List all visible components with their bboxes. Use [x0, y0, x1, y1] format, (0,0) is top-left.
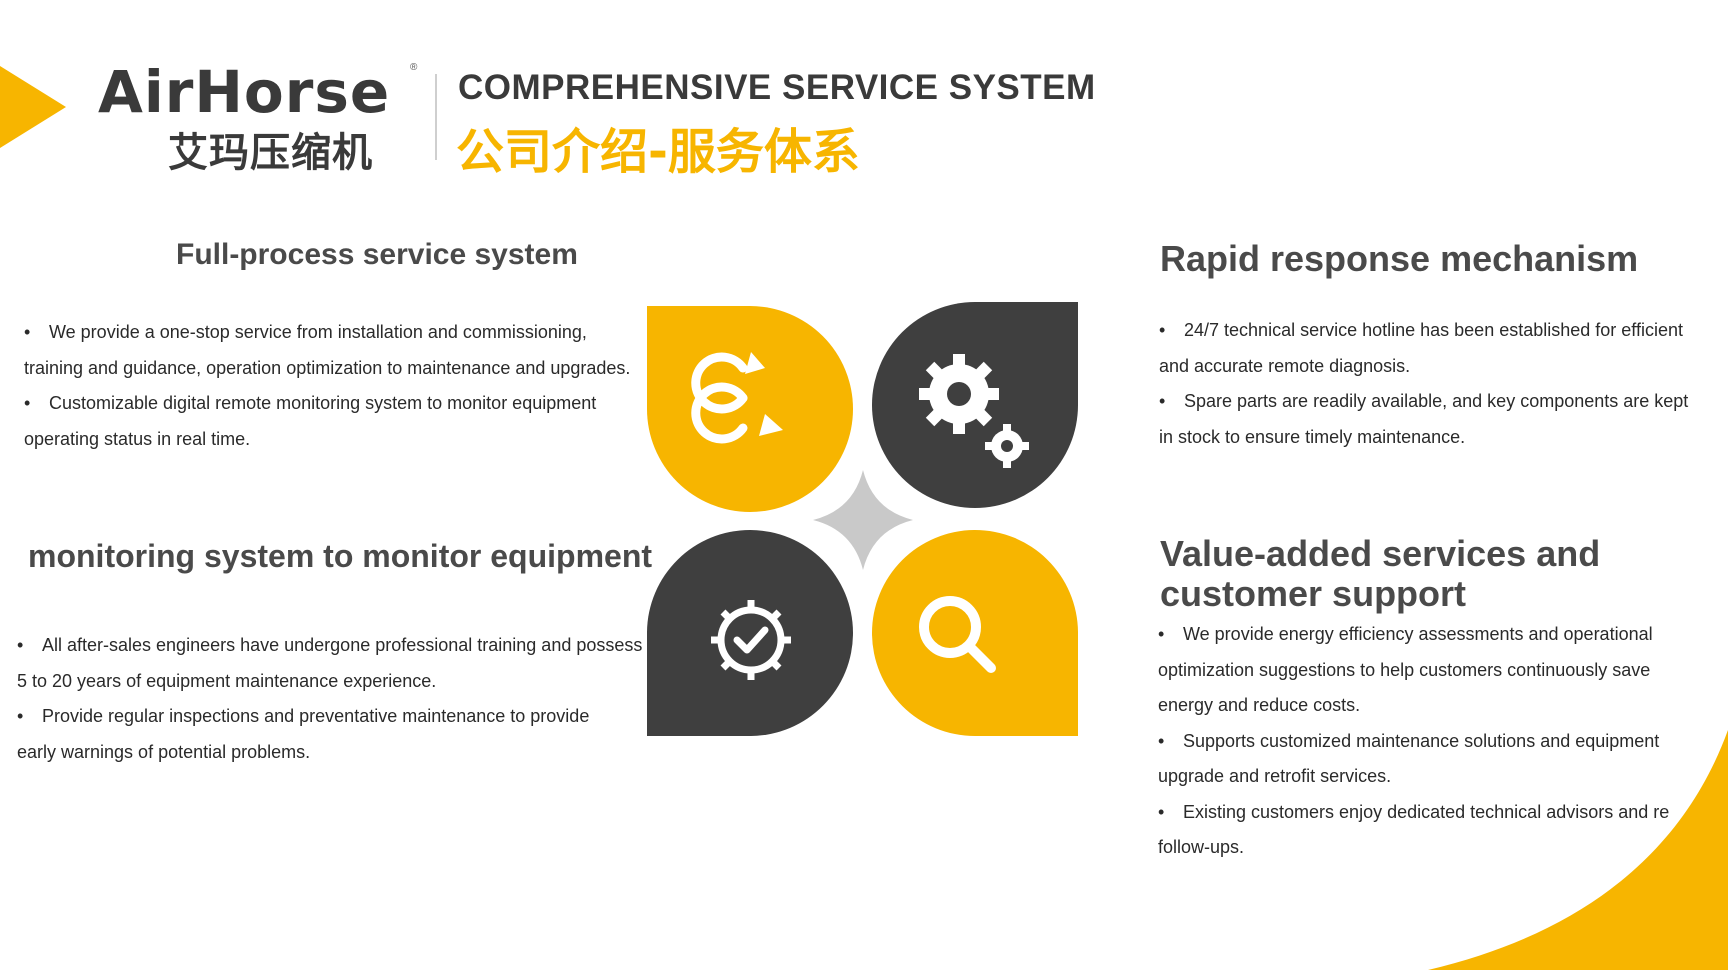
- section-text-rapid-response: •24/7 technical service hotline has been…: [1159, 313, 1719, 455]
- sync-arrows-icon: [691, 352, 783, 444]
- center-diamond: [813, 470, 913, 570]
- registered-mark: ®: [410, 62, 418, 73]
- bullet-continuation: energy and reduce costs.: [1158, 695, 1361, 715]
- bullet-line: •Provide regular inspections and prevent…: [17, 706, 590, 726]
- bullet-continuation: optimization suggestions to help custome…: [1158, 659, 1651, 680]
- corner-arc-decoration: [1428, 730, 1728, 970]
- bullet-continuation: early warnings of potential problems.: [17, 741, 311, 762]
- bullet-continuation: operating status in real time.: [24, 428, 251, 449]
- bullet-line: •All after-sales engineers have undergon…: [17, 635, 643, 655]
- bullet-continuation: training and guidance, operation optimiz…: [24, 357, 631, 378]
- page-title-chinese: 公司介绍-服务体系: [456, 124, 860, 180]
- logo-wordmark: AirHorse: [98, 58, 391, 126]
- bullet-continuation: and accurate remote diagnosis.: [1159, 355, 1411, 376]
- corner-triangle-decoration: [0, 66, 66, 148]
- section-title-monitoring: monitoring system to monitor equipment: [28, 538, 653, 574]
- petal-top-left: [647, 306, 853, 512]
- airhorse-logo: AirHorse ® 艾玛压缩机: [98, 58, 418, 176]
- bullet-line: •Customizable digital remote monitoring …: [24, 393, 597, 413]
- page-title-english: COMPREHENSIVE SERVICE SYSTEM: [458, 68, 1096, 107]
- section-text-full-process: •We provide a one-stop service from inst…: [24, 315, 654, 457]
- section-text-monitoring: •All after-sales engineers have undergon…: [17, 628, 657, 770]
- service-quadrant-graphic: [647, 302, 1078, 736]
- search-icon: [919, 596, 996, 673]
- bullet-line: •We provide a one-stop service from inst…: [24, 322, 587, 342]
- logo-chinese-name: 艾玛压缩机: [168, 130, 373, 176]
- bullet-line: •24/7 technical service hotline has been…: [1159, 320, 1683, 340]
- bullet-continuation: 5 to 20 years of equipment maintenance e…: [17, 670, 437, 691]
- bullet-continuation: upgrade and retrofit services.: [1158, 766, 1392, 786]
- bullet-line: •We provide energy efficiency assessment…: [1158, 624, 1653, 644]
- bullet-line: •Supports customized maintenance solutio…: [1158, 730, 1660, 751]
- section-title-value-added: Value-added services and customer suppor…: [1160, 533, 1601, 614]
- petal-bottom-left: [647, 530, 853, 736]
- section-text-value-added: •We provide energy efficiency assessment…: [1158, 617, 1678, 867]
- bullet-line: •Existing customers enjoy dedicated tech…: [1158, 801, 1670, 822]
- bullet-continuation: in stock to ensure timely maintenance.: [1159, 426, 1466, 447]
- bullet-line: •Spare parts are readily available, and …: [1159, 391, 1689, 411]
- header-divider: [435, 74, 437, 160]
- section-title-full-process: Full-process service system: [176, 238, 578, 271]
- gears-icon: [919, 354, 1029, 468]
- section-title-rapid-response: Rapid response mechanism: [1160, 238, 1639, 279]
- gear-check-icon: [711, 600, 791, 680]
- bullet-continuation: follow-ups.: [1158, 837, 1245, 857]
